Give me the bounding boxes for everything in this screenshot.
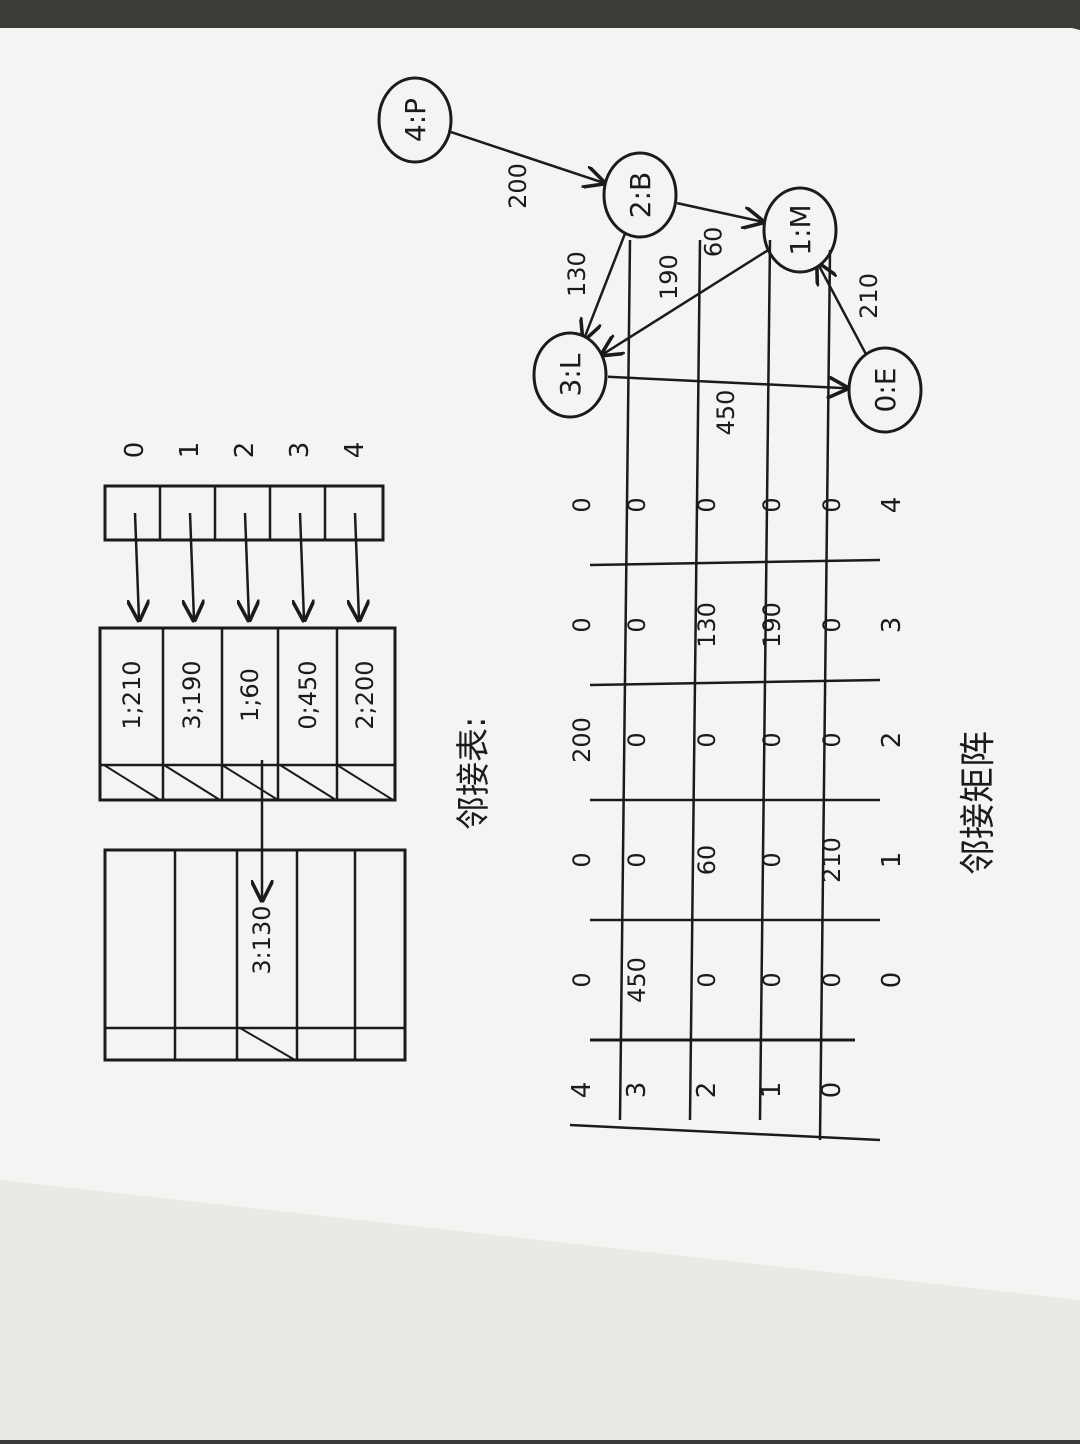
matrix-cell: 130: [693, 602, 721, 648]
null-slash: [103, 764, 161, 801]
matrix-row-header: 3: [622, 1082, 652, 1099]
matrix-cell: 0: [758, 972, 786, 987]
paper-sheet: [0, 10, 1080, 1440]
null-slash: [336, 764, 394, 801]
graph-edge: [584, 229, 628, 339]
graph-node-label: 3:L: [554, 353, 587, 396]
adjacency-matrix: 邻接矩阵 0 1 2 3 4 0 1 2 3 4 0 210 0 0 0 0 0 0 190 0 0 60 0 130 0 450…: [567, 239, 999, 1142]
edge-weight-label: 210: [855, 273, 883, 319]
adjlist-title: 邻接表:: [454, 717, 494, 830]
matrix-row-header: 1: [757, 1082, 787, 1099]
null-slash: [239, 1027, 296, 1061]
adj-node-label: 1;60: [236, 668, 264, 722]
graph-edges: 210 190 60 130 450 200: [450, 130, 883, 436]
matrix-cell: 0: [623, 732, 651, 747]
null-slash: [163, 764, 221, 801]
matrix-cell: 190: [758, 602, 786, 648]
matrix-row-header: 4: [567, 1082, 597, 1099]
adj-extra-node-label: 3:130: [248, 905, 276, 974]
matrix-cell: 0: [818, 497, 846, 512]
pointer-arrow: [245, 512, 249, 620]
adj-node-label: 3;190: [178, 660, 206, 729]
matrix-cell: 0: [758, 852, 786, 867]
matrix-cell: 60: [693, 845, 721, 876]
graph-node: [377, 76, 453, 164]
edge-weight-label: 190: [655, 254, 683, 300]
matrix-cell: 210: [818, 837, 846, 883]
graph-diagram: 210 190 60 130 450 200 0:E 1:M 2:B 3:L 4:P: [377, 76, 923, 436]
matrix-cell: 0: [568, 617, 596, 632]
matrix-cell: 0: [818, 732, 846, 747]
vertex-index-label: 2: [230, 442, 260, 459]
adjacency-list: 邻接表: 0 1 2 3 4 1;210 3;190 1;60 0;450 2;200 3:130: [98, 442, 494, 1062]
matrix-col-header: 1: [877, 852, 907, 869]
matrix-row-header: 0: [817, 1082, 847, 1099]
matrix-row-header: 2: [692, 1082, 722, 1099]
vertex-index-label: 0: [120, 442, 150, 459]
matrix-cell: 0: [568, 972, 596, 987]
matrix-cell: 0: [758, 732, 786, 747]
graph-node: [762, 186, 838, 274]
pointer-arrow: [190, 512, 194, 620]
matrix-cell: 0: [568, 497, 596, 512]
matrix-cell: 200: [568, 717, 596, 763]
vertex-index-label: 4: [340, 442, 370, 459]
matrix-cells: 0 1 2 3 4 0 1 2 3 4 0 210 0 0 0 0 0 0 190 0 0 60 0 130 0 450 0 0 0 0 0…: [567, 497, 907, 1099]
graph-node-label: 4:P: [399, 98, 432, 142]
matrix-cell: 0: [818, 972, 846, 987]
vertex-index-label: 3: [285, 442, 315, 459]
matrix-cell: 0: [693, 497, 721, 512]
graph-node: [602, 151, 678, 239]
graph-edge: [450, 130, 604, 183]
null-slash: [221, 764, 279, 801]
null-slash: [279, 764, 337, 801]
matrix-cell: 0: [623, 497, 651, 512]
matrix-col-header: 2: [877, 732, 907, 749]
pointer-arrow: [300, 512, 304, 620]
matrix-col-header: 4: [877, 497, 907, 514]
matrix-col-header: 3: [877, 617, 907, 634]
graph-node-label: 0:E: [869, 368, 902, 413]
pointer-arrow: [135, 512, 139, 620]
matrix-cell: 0: [693, 732, 721, 747]
matrix-title: 邻接矩阵: [958, 731, 999, 875]
graph-node: [847, 346, 923, 434]
graph-node-label: 1:M: [784, 204, 817, 255]
matrix-cell: 0: [818, 617, 846, 632]
adj-node-label: 2;200: [351, 660, 379, 729]
matrix-col-header: 0: [877, 972, 907, 989]
pointer-arrow: [355, 512, 359, 620]
edge-weight-label: 60: [700, 227, 728, 258]
graph-edge: [676, 201, 763, 222]
graph-edge: [818, 264, 869, 358]
matrix-cell: 450: [623, 957, 651, 1003]
edge-weight-label: 200: [504, 163, 532, 209]
matrix-cell: 0: [623, 617, 651, 632]
vertex-index-label: 1: [175, 442, 205, 459]
matrix-cell: 0: [568, 852, 596, 867]
matrix-cell: 0: [693, 972, 721, 987]
adj-node-label: 1;210: [118, 660, 146, 729]
graph-nodes: 0:E 1:M 2:B 3:L 4:P: [377, 76, 923, 434]
edge-weight-label: 450: [712, 390, 740, 436]
matrix-cell: 0: [623, 852, 651, 867]
adj-node-label: 0;450: [294, 660, 322, 729]
edge-weight-label: 130: [563, 251, 591, 297]
graph-node: [532, 331, 608, 419]
matrix-cell: 0: [758, 497, 786, 512]
graph-edge: [607, 375, 847, 388]
graph-node-label: 2:B: [624, 172, 657, 218]
